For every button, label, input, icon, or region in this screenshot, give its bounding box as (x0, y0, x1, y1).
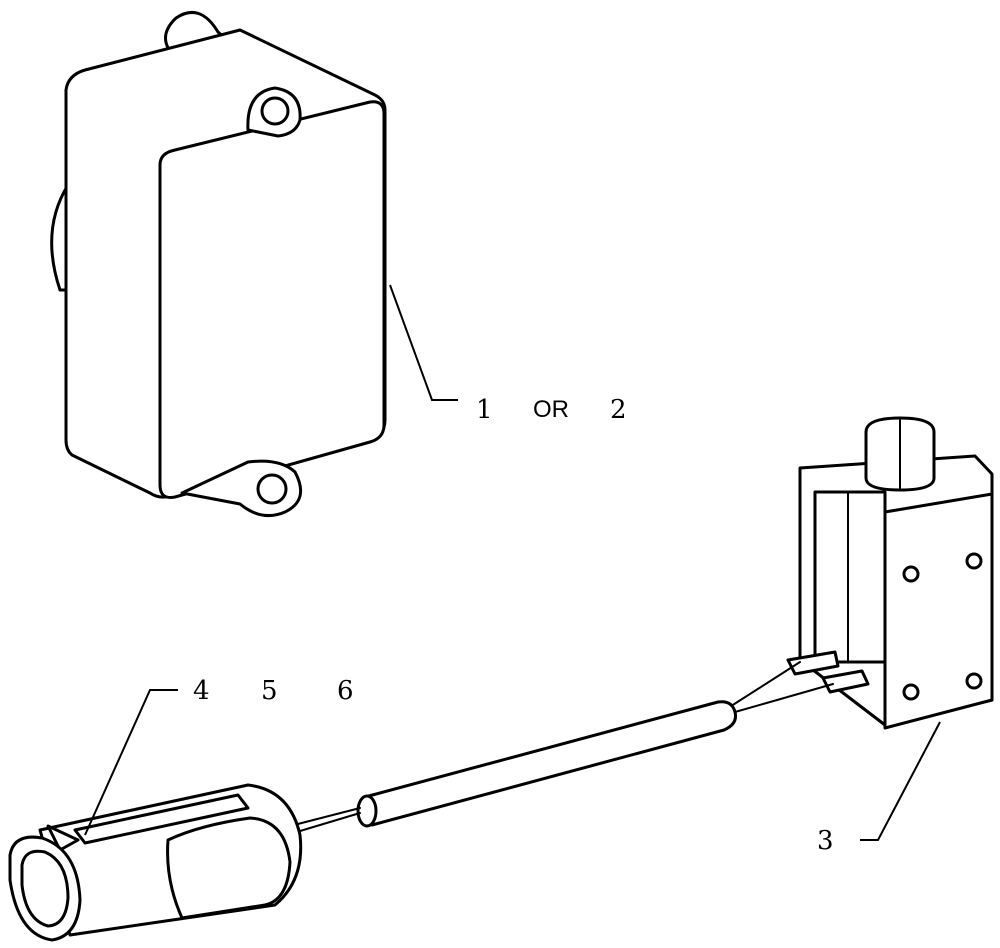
connector-rear-housing (166, 816, 292, 920)
module-top-mount-hole (260, 96, 290, 126)
harness-wire (727, 683, 834, 715)
harness-sleeve (363, 700, 737, 827)
connector-assembly (8, 783, 303, 942)
connector-latch-rail (73, 793, 250, 845)
solenoid-terminal-upper (786, 650, 840, 676)
module-bottom-mount-hole (256, 473, 288, 505)
solenoid-terminal-lower (821, 669, 870, 694)
module-front-face (158, 100, 386, 499)
callout-number: 1 (476, 395, 493, 425)
solenoid-coil-window (813, 490, 887, 664)
callout-number: 2 (610, 395, 627, 425)
callout-number: 6 (337, 676, 354, 706)
callout-number: 3 (817, 826, 834, 856)
module-assembly (50, 10, 387, 518)
callout-number: 4 (193, 676, 210, 706)
solenoid-front-plate (883, 492, 994, 730)
solenoid-mount-hole (902, 565, 920, 583)
solenoid-assembly (786, 416, 994, 730)
leader-line-solenoid (860, 721, 941, 841)
solenoid-mount-hole (965, 672, 983, 690)
harness (289, 661, 834, 835)
callout-or-label: OR (533, 396, 569, 423)
callout-number: 5 (261, 676, 278, 706)
harness-wire (289, 807, 361, 827)
leader-line-connector (84, 689, 178, 836)
connector-latch-tab (46, 824, 80, 852)
harness-wire (727, 661, 801, 709)
harness-wire (289, 812, 361, 835)
connector-socket (20, 849, 70, 928)
solenoid-mount-hole (965, 552, 983, 570)
callouts: 1 OR 2 4 5 6 3 (193, 395, 834, 856)
leader-line-module (389, 284, 458, 401)
leader-lines (84, 284, 941, 841)
solenoid-mount-hole (902, 683, 920, 701)
harness-sleeve-end (356, 794, 378, 828)
